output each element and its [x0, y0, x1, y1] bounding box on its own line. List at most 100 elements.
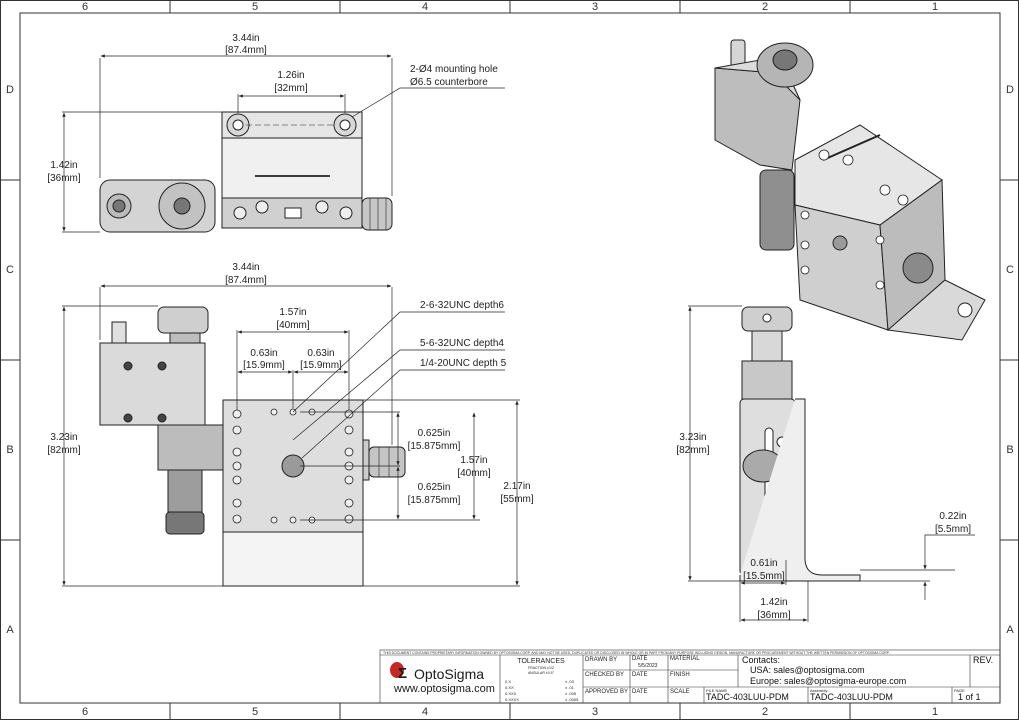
zone-col-bottom-6: 1	[932, 706, 938, 718]
side-thick-in: 0.22in	[939, 511, 966, 522]
side-view	[739, 306, 861, 582]
front-vtotal-in: 2.17in	[503, 481, 530, 492]
zone-labels: 6 5 4 3 2 1 6 5 4 3 2 1 D C B A D C B A	[6, 1, 1014, 718]
zone-row-left-c: C	[6, 264, 14, 276]
front-view-dimensions	[62, 284, 520, 587]
side-view-labels: 3.23in [82mm] 0.22in [5.5mm] 0.61in [15.…	[676, 432, 971, 621]
tolerance-fraction: FRACTION ±1/2	[528, 666, 554, 670]
page-label: PAGE	[954, 688, 965, 693]
zone-col-top-5: 2	[762, 1, 768, 13]
zone-row-left-a: A	[6, 624, 14, 636]
zone-row-left-b: B	[6, 444, 13, 456]
zone-row-right-c: C	[1006, 264, 1014, 276]
front-width-in: 3.44in	[232, 262, 259, 273]
front-half-b-mm: [15.9mm]	[300, 360, 342, 371]
assembly-value: TADC-403LUU-PDM	[810, 692, 893, 702]
tol-key-2: 0.XX	[505, 685, 514, 690]
zone-col-bottom-5: 2	[762, 706, 768, 718]
tol-key-4: 0.XXXX	[505, 697, 519, 702]
top-view	[99, 111, 393, 233]
zone-col-top-2: 5	[252, 1, 258, 13]
zone-row-left-d: D	[6, 84, 14, 96]
front-height-mm: [82mm]	[47, 445, 81, 456]
zone-row-right-b: B	[1006, 444, 1013, 456]
front-view-labels: 3.44in [87.4mm] 1.57in [40mm] 0.63in [15…	[47, 262, 534, 506]
date-value: 5/5/2023	[638, 663, 658, 669]
date-label-1: DATE	[632, 656, 648, 662]
side-foot-mm: [15.5mm]	[743, 571, 785, 582]
front-pitch-mm: [40mm]	[276, 320, 310, 331]
approved-by-label: APPROVED BY	[585, 689, 628, 695]
optosigma-logo	[390, 662, 404, 678]
top-height-in: 1.42in	[50, 160, 77, 171]
front-view-tapped-holes	[232, 408, 354, 524]
zone-row-right-d: D	[1006, 84, 1014, 96]
top-width-mm: [87.4mm]	[225, 45, 267, 56]
company-website: www.optosigma.com	[393, 683, 495, 695]
front-pitch-in: 1.57in	[279, 307, 306, 318]
tol-val-1: ± .03	[565, 679, 575, 684]
front-half-b-in: 0.63in	[307, 348, 334, 359]
side-view-dimensions	[688, 305, 975, 622]
zone-col-bottom-3: 4	[422, 706, 428, 718]
side-height-mm: [82mm]	[676, 445, 710, 456]
front-v1-mm: [15.875mm]	[408, 441, 461, 452]
tol-key-3: 0.XXX	[505, 691, 517, 696]
top-height-mm: [36mm]	[47, 173, 81, 184]
isometric-screws	[800, 149, 909, 290]
proprietary-notice: THIS DOCUMENT CONTAINS PROPRIETARY INFOR…	[383, 651, 890, 655]
zone-col-bottom-2: 5	[252, 706, 258, 718]
top-view-labels: 3.44in [87.4mm] 1.26in [32mm] 1.42in [36…	[47, 33, 498, 184]
zone-col-top-4: 3	[592, 1, 598, 13]
front-view-side-block	[99, 342, 206, 426]
zone-col-bottom-4: 3	[592, 706, 598, 718]
checked-by-label: CHECKED BY	[585, 672, 624, 678]
tolerance-angular: ANGULAR ±0.5°	[528, 671, 555, 675]
front-vpitch-in: 1.57in	[460, 455, 487, 466]
top-pitch-in: 1.26in	[277, 70, 304, 81]
front-vpitch-mm: [40mm]	[457, 468, 491, 479]
front-half-a-in: 0.63in	[250, 348, 277, 359]
mounting-hole-note: 2-Ø4 mounting hole	[410, 64, 498, 75]
side-depth-mm: [36mm]	[757, 610, 791, 621]
file-name-value: TADC-403LUU-PDM	[706, 692, 789, 702]
side-height-in: 3.23in	[679, 432, 706, 443]
front-width-mm: [87.4mm]	[225, 275, 267, 286]
zone-row-right-a: A	[1006, 624, 1014, 636]
callout-1-4-20unc: 1/4-20UNC depth 5	[420, 358, 507, 369]
front-half-a-mm: [15.9mm]	[243, 360, 285, 371]
top-pitch-mm: [32mm]	[274, 83, 308, 94]
rev-label: REV.	[973, 655, 993, 665]
zone-col-top-3: 4	[422, 1, 428, 13]
zone-col-bottom-1: 6	[82, 706, 88, 718]
tol-key-1: 0.X	[505, 679, 511, 684]
top-view-dimensions	[62, 54, 505, 233]
front-v1-in: 0.625in	[418, 428, 451, 439]
callout-2-6-32unc: 2-6-32UNC depth6	[420, 300, 504, 311]
zone-col-top-6: 1	[932, 1, 938, 13]
front-v2-mm: [15.875mm]	[408, 495, 461, 506]
top-view-micrometer	[361, 197, 393, 231]
front-v2-in: 0.625in	[418, 482, 451, 493]
finish-label: FINISH	[670, 672, 690, 678]
date-label-2: DATE	[632, 672, 648, 678]
material-label: MATERIAL	[670, 656, 700, 662]
contact-usa: USA: sales@optosigma.com	[750, 665, 865, 675]
zone-col-top-1: 6	[82, 1, 88, 13]
counterbore-note: Ø6.5 counterbore	[410, 77, 488, 88]
title-block-text: THIS DOCUMENT CONTAINS PROPRIETARY INFOR…	[383, 651, 993, 702]
tol-val-2: ± .01	[565, 685, 575, 690]
contact-europe: Europe: sales@optosigma-europe.com	[750, 676, 906, 686]
top-view-stage-body	[221, 137, 363, 199]
title-block	[379, 649, 1001, 704]
isometric-view	[714, 39, 986, 341]
tol-val-4: ± .0005	[565, 697, 579, 702]
tol-val-3: ± .005	[565, 691, 577, 696]
front-vtotal-mm: [55mm]	[500, 494, 534, 505]
contacts-label: Contacts:	[742, 655, 780, 665]
side-foot-in: 0.61in	[750, 558, 777, 569]
callout-5-6-32unc: 5-6-32UNC depth4	[420, 338, 504, 349]
scale-label: SCALE	[670, 689, 690, 695]
front-view-micrometer	[368, 446, 406, 478]
